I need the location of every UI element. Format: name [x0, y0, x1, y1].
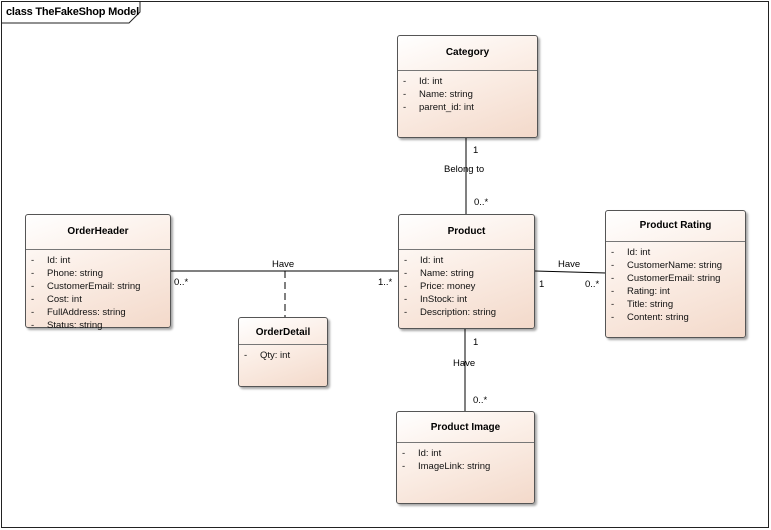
class-product-image[interactable]: Product Image -Id: int -ImageLink: strin… [396, 411, 535, 504]
attribute: -Id: int [403, 76, 443, 87]
attribute: -Id: int [31, 255, 71, 266]
attribute-list: -Id: int -Name: string -parent_id: int [398, 71, 537, 114]
class-product-rating[interactable]: Product Rating -Id: int -CustomerName: s… [605, 210, 746, 338]
association-name-belong-to: Belong to [444, 164, 485, 175]
class-name: Category [398, 36, 537, 71]
attribute: -Status: string [31, 320, 103, 331]
class-category[interactable]: Category -Id: int -Name: string -parent_… [397, 35, 538, 138]
attribute: -Qty: int [244, 350, 291, 361]
attribute: -Cost: int [31, 294, 82, 305]
line-product-rating[interactable] [534, 270, 607, 274]
multiplicity-product-image-source: 1 [473, 337, 479, 348]
attribute: -parent_id: int [403, 102, 474, 113]
attribute-list: -Id: int -ImageLink: string [397, 443, 534, 473]
attribute: -Name: string [403, 89, 473, 100]
class-product[interactable]: Product -Id: int -Name: string -Price: m… [398, 214, 535, 329]
class-orderheader[interactable]: OrderHeader -Id: int -Phone: string -Cus… [25, 214, 171, 331]
multiplicity-image-side: 0..* [473, 395, 488, 406]
class-name: OrderHeader [26, 215, 170, 250]
attribute: -Description: string [404, 307, 497, 318]
class-orderdetail[interactable]: OrderDetail -Qty: int [238, 317, 328, 387]
attribute-list: -Id: int -CustomerName: string -Customer… [606, 242, 745, 324]
class-name: Product Rating [606, 211, 745, 242]
class-name: OrderDetail [239, 318, 327, 345]
frame-title: class TheFakeShop Model [6, 6, 139, 18]
frame-tab-shape [2, 2, 141, 24]
multiplicity-rating-side: 0..* [585, 279, 600, 290]
attribute: -Id: int [611, 247, 651, 258]
attribute: -Price: money [404, 281, 476, 292]
attribute: -FullAddress: string [31, 307, 126, 318]
attribute: -Content: string [611, 312, 689, 323]
attribute: -Phone: string [31, 268, 103, 279]
attribute: -CustomerEmail: string [611, 273, 721, 284]
attribute: -CustomerEmail: string [31, 281, 141, 292]
association-name-have-image: Have [453, 358, 476, 369]
multiplicity-orderheader-side: 0..* [174, 277, 189, 288]
multiplicity-product-rating-source: 1 [539, 279, 545, 290]
attribute: -Id: int [404, 255, 444, 266]
attribute: -Title: string [611, 299, 674, 310]
frame-tab [2, 2, 142, 24]
attribute: -Name: string [404, 268, 474, 279]
attribute: -Id: int [402, 448, 442, 459]
attribute: -InStock: int [404, 294, 467, 305]
multiplicity-product-side: 0..* [474, 197, 489, 208]
attribute: -Rating: int [611, 286, 670, 297]
attribute: -ImageLink: string [402, 461, 491, 472]
multiplicity-category-side: 1 [473, 145, 479, 156]
multiplicity-product-order-side: 1..* [378, 277, 393, 288]
association-name-have-order: Have [272, 259, 295, 270]
attribute-list: -Id: int -Name: string -Price: money -In… [399, 250, 534, 319]
attribute-list: -Qty: int [239, 345, 327, 362]
class-name: Product Image [397, 412, 534, 443]
attribute-list: -Id: int -Phone: string -CustomerEmail: … [26, 250, 170, 332]
association-name-have-rating: Have [558, 259, 581, 270]
attribute: -CustomerName: string [611, 260, 723, 271]
class-name: Product [399, 215, 534, 250]
